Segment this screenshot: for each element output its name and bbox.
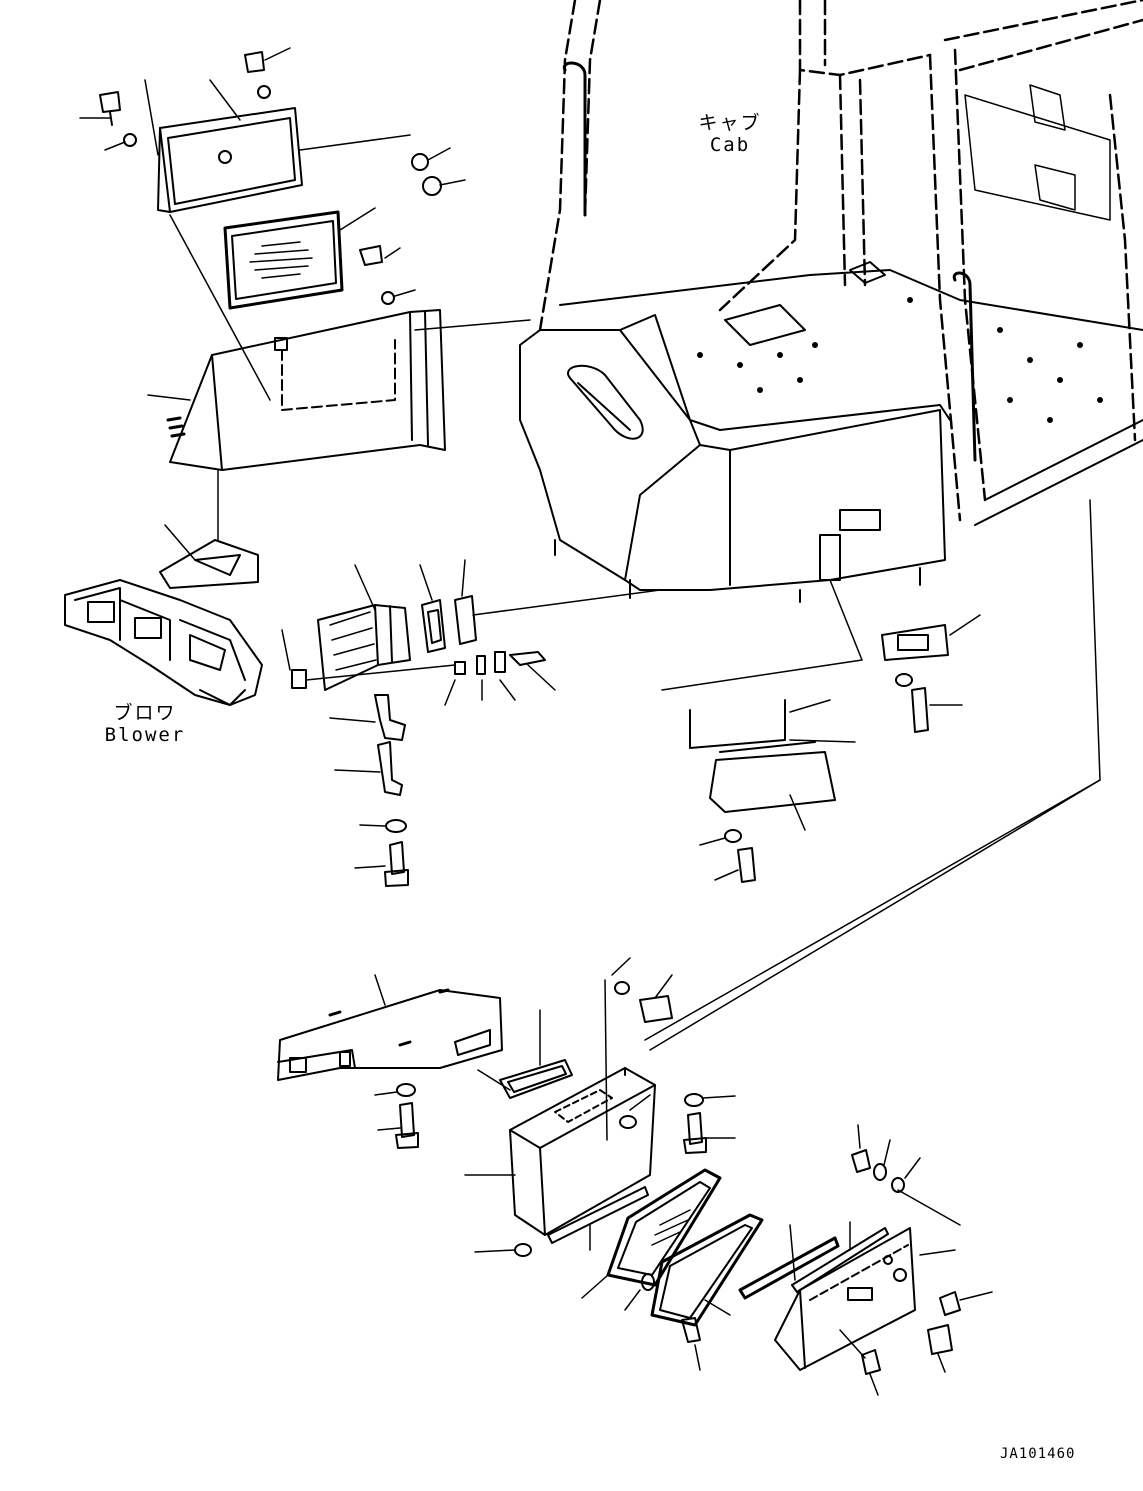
cab-label: キャブ Cab	[690, 112, 770, 156]
drawing-code: JA101460	[1000, 1446, 1076, 1462]
filter-cover-group	[79, 47, 531, 589]
filter-box-group	[277, 957, 993, 1396]
blower-label-jp: ブロワ	[113, 702, 177, 724]
duct-connectors	[281, 559, 661, 887]
leader-line	[649, 779, 1101, 1051]
blower-label: ブロワ Blower	[100, 702, 190, 746]
blower-unit	[64, 579, 263, 706]
cab-label-en: Cab	[709, 134, 751, 156]
cab-label-jp: キャブ	[698, 112, 762, 134]
cab-assembly	[519, 0, 1143, 603]
blower-label-en: Blower	[104, 724, 186, 746]
right-cover-group	[644, 499, 1101, 1041]
